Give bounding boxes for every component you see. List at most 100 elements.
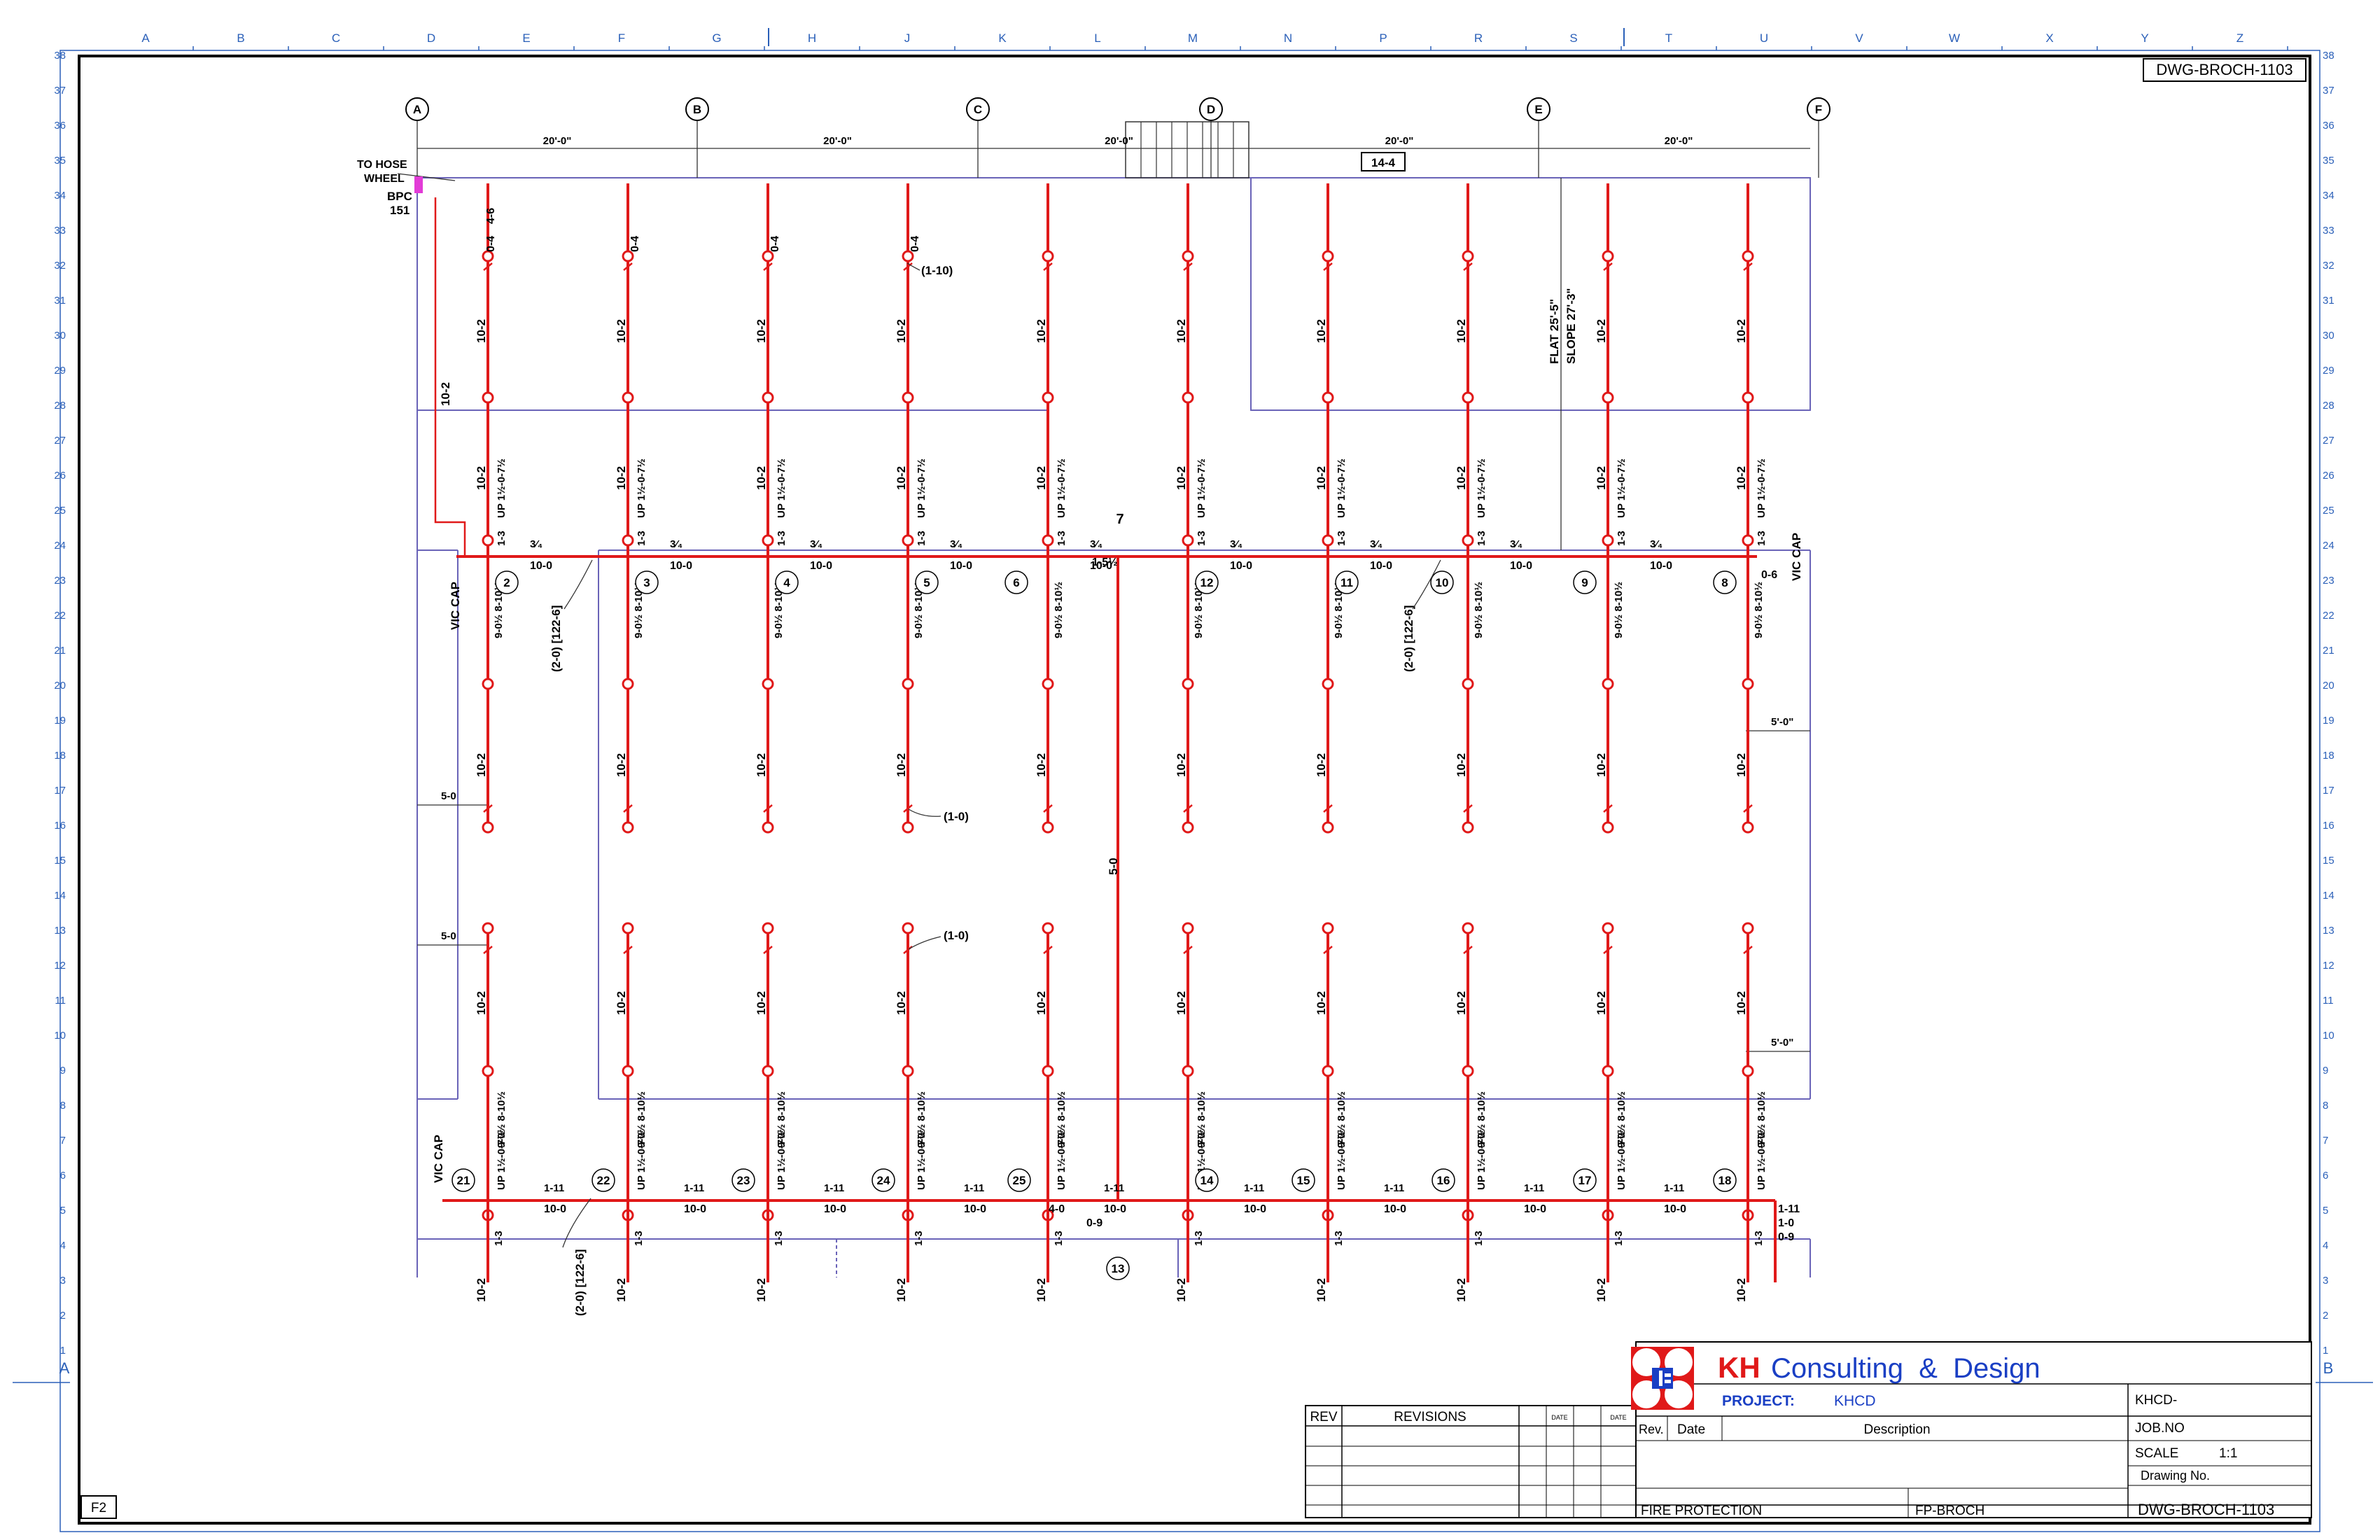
row-number-left-5: 5 [60, 1205, 66, 1217]
node-tag-9: 9 [1581, 576, 1588, 589]
row-number-left-3: 3 [60, 1275, 66, 1287]
sprinkler-head [762, 922, 774, 934]
row-number-right-12: 12 [2323, 960, 2334, 972]
branch-length: 10-2 [615, 753, 628, 777]
node-tag-11: 11 [1340, 576, 1353, 589]
row-number-left-18: 18 [54, 750, 66, 762]
company-name: Consulting & Design [1771, 1353, 2040, 1384]
top-label-d: 0-4 [769, 236, 781, 252]
sprinkler-head [622, 1065, 634, 1077]
sprinkler-head [482, 1065, 494, 1077]
row-number-left-12: 12 [54, 960, 66, 972]
job-no: JOB.NO [2135, 1421, 2185, 1436]
short-length: 1-3 [1616, 531, 1628, 546]
row-number-left-20: 20 [54, 680, 66, 692]
sprinkler-head [1042, 922, 1054, 934]
branch-length: 10-2 [1035, 1278, 1048, 1302]
sprinkler-head [1462, 391, 1474, 404]
branch-length: 10-2 [615, 1278, 628, 1302]
column-letter-H: H [808, 31, 816, 45]
riser-note: UP 1½-0-7½ [1616, 458, 1628, 518]
short-length: 1-3 [1336, 531, 1348, 546]
row-number-left-4: 4 [60, 1240, 66, 1252]
column-letter-F: F [618, 31, 625, 45]
row-number-left-15: 15 [54, 855, 66, 867]
drop-note: 9-0½ 8-10½ [776, 1091, 788, 1148]
branch-length: 10-2 [615, 466, 628, 490]
lower-main-seg-label: 10-0 [544, 1203, 566, 1215]
pipe-break [1183, 946, 1193, 954]
row-number-right-21: 21 [2323, 645, 2334, 657]
callout-5: (2-0) [122-6] [1402, 606, 1415, 672]
branch-length: 10-2 [615, 991, 628, 1015]
branch-length: 10-2 [1455, 319, 1468, 343]
row-number-left-17: 17 [54, 785, 66, 797]
sprinkler-head [902, 678, 914, 690]
node-tag-23: 23 [737, 1174, 750, 1187]
sprinkler-head [622, 391, 634, 404]
row-number-right-37: 37 [2323, 85, 2334, 97]
bay-dim-5: 20'-0" [1665, 135, 1693, 147]
pipe-break [1743, 946, 1753, 954]
bay-dim-4: 20'-0" [1385, 135, 1414, 147]
upper-main-size: 3⁄₄ [530, 538, 542, 550]
column-letter-Z: Z [2236, 31, 2244, 45]
node-bubble-18 [1713, 1168, 1737, 1192]
riser-note: UP 1½-0-7½ [1336, 458, 1348, 518]
row-number-right-35: 35 [2323, 155, 2334, 167]
drop-note: 9-0½ 8-10½ [1336, 1091, 1348, 1148]
row-number-left-22: 22 [54, 610, 66, 622]
column-letter-D: D [427, 31, 435, 45]
sprinkler-head [482, 391, 494, 404]
title-block: REV REVISIONS DATE DATE KH Co [1305, 1341, 2312, 1518]
upper-main-size: 3⁄₄ [810, 538, 822, 550]
column-letter-L: L [1094, 31, 1100, 45]
sprinkler-head [762, 1065, 774, 1077]
bay-dim-2: 20'-0" [823, 135, 852, 147]
pipe-break [483, 804, 493, 813]
riser-note: UP 1½-0-7½ [1476, 458, 1488, 518]
lower-main-seg-label: 10-0 [1244, 1203, 1266, 1215]
sprinkler-head [622, 678, 634, 690]
sprinkler-piping: 10-25-010-03⁄₄10-01-1110-03⁄₄10-01-1110-… [434, 183, 1800, 1302]
side-dim-3: 5'-0" [1771, 716, 1793, 728]
sprinkler-head [1462, 1065, 1474, 1077]
sprinkler-head [622, 922, 634, 934]
branch-length: 10-2 [475, 319, 488, 343]
pipe-break [1743, 804, 1753, 813]
row-number-right-2: 2 [2323, 1310, 2328, 1322]
sprinkler-head [482, 821, 494, 834]
riser-note: UP 1½-0-7½ [496, 458, 507, 518]
sprinkler-head [1742, 391, 1754, 404]
feed-length: 10-2 [439, 382, 452, 406]
node-bubble-9 [1573, 570, 1597, 594]
node-bubble-22 [592, 1168, 615, 1192]
branch-length: 10-2 [895, 466, 908, 490]
row-number-right-28: 28 [2323, 400, 2334, 412]
column-letter-X: X [2045, 31, 2053, 45]
upper-main-size: 3⁄₄ [1230, 538, 1242, 550]
top-label-c: 0-4 [629, 236, 641, 252]
sprinkler-head [1742, 922, 1754, 934]
row-number-right-8: 8 [2323, 1100, 2328, 1112]
sprinkler-head [1742, 250, 1754, 262]
node-bubble-6 [1004, 570, 1028, 594]
feed-line [434, 197, 466, 556]
column-letter-T: T [1665, 31, 1672, 45]
branch-length: 10-2 [755, 319, 768, 343]
box-label: 14-4 [1371, 156, 1396, 169]
drop-note: 9-0½ 8-10½ [1473, 582, 1485, 638]
drop-note: 9-0½ 8-10½ [916, 1091, 927, 1148]
column-letter-V: V [1855, 31, 1863, 45]
sprinkler-head [1182, 534, 1194, 547]
column-letter-K: K [998, 31, 1007, 45]
row-number-left-30: 30 [54, 330, 66, 342]
node-tag-16: 16 [1437, 1174, 1450, 1187]
pipe-break [483, 946, 493, 954]
node-tag-14: 14 [1200, 1174, 1214, 1187]
sprinkler-head [762, 250, 774, 262]
row-number-right-24: 24 [2323, 540, 2334, 552]
riser-note: UP 1½-0-7½ [636, 1130, 648, 1190]
